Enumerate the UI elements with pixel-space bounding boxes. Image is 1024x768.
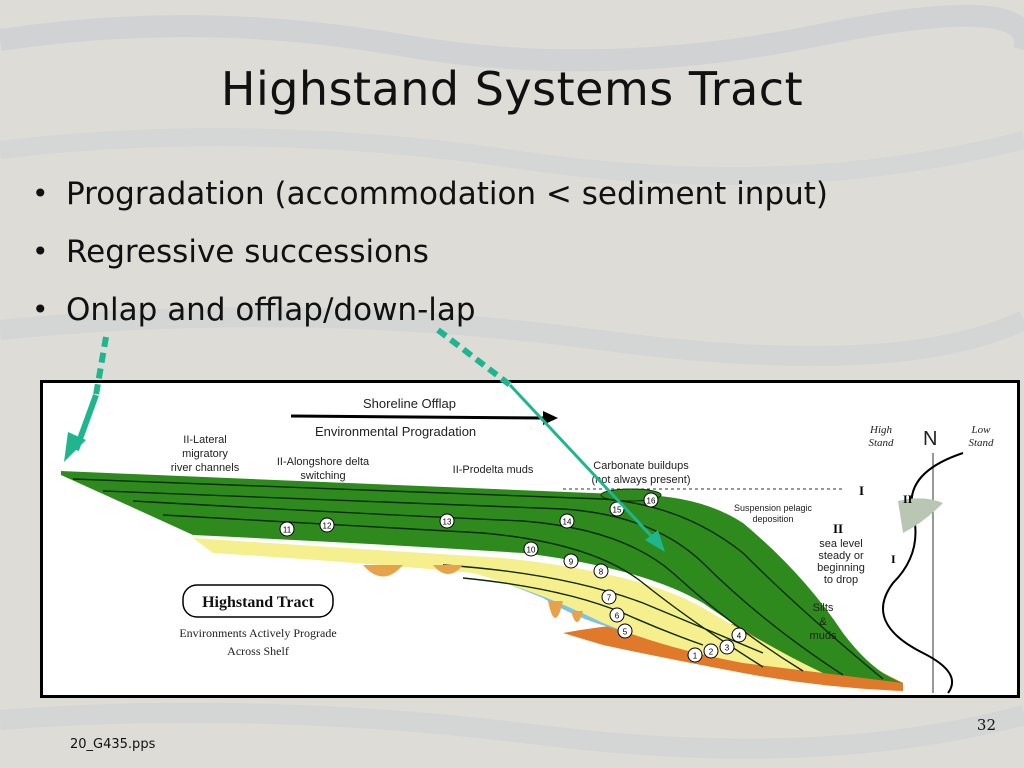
unit-marker-circle bbox=[279, 521, 295, 537]
unit-marker-circle bbox=[617, 623, 633, 639]
bullet-item: • Progradation (accommodation < sediment … bbox=[26, 172, 828, 230]
unit-marker-number: 6 bbox=[615, 612, 620, 621]
offlap-arrow-line bbox=[290, 414, 544, 420]
carbonate-buildups-label-2: (not always present) bbox=[591, 474, 690, 486]
sea-level-label-4: to drop bbox=[824, 574, 858, 586]
low-stand-label-2: Stand bbox=[968, 437, 994, 449]
marker-II-curve: II bbox=[903, 492, 913, 506]
box-subtitle-1: Environments Actively Prograde bbox=[179, 626, 336, 640]
unit-marker-number: 11 bbox=[283, 526, 292, 535]
unit-marker-number: 1 bbox=[693, 652, 698, 661]
unit-marker-number: 8 bbox=[599, 568, 604, 577]
lateral-channels-label-1: II-Lateral bbox=[183, 434, 226, 446]
unit-marker-circle bbox=[523, 541, 539, 557]
unit-marker-circle bbox=[593, 563, 609, 579]
unit-marker-number: 7 bbox=[607, 594, 612, 603]
sea-level-label-3: beginning bbox=[817, 562, 865, 574]
unit-marker-number: 9 bbox=[569, 558, 574, 567]
highstand-tract-diagram: Shoreline Offlap Environmental Progradat… bbox=[61, 396, 994, 694]
low-stand-label-1: Low bbox=[971, 424, 992, 436]
sea-level-label-2: steady or bbox=[818, 550, 864, 562]
yellow-sand-layer bbox=[193, 538, 823, 673]
unit-marker-circle bbox=[703, 643, 719, 659]
slide-title: Highstand Systems Tract bbox=[220, 62, 804, 116]
highstand-shade bbox=[898, 498, 943, 533]
slide-number: 32 bbox=[976, 716, 996, 734]
suspension-pelagic-label-1: Suspension pelagic bbox=[734, 503, 813, 513]
bullet-dot: • bbox=[32, 235, 49, 268]
unit-marker-number: 3 bbox=[725, 644, 730, 653]
shoreline-offlap-label: Shoreline Offlap bbox=[363, 396, 456, 411]
footer-filename: 20_G435.pps bbox=[70, 737, 156, 752]
curve-labels: High Stand Low Stand bbox=[868, 424, 994, 449]
silts-label-1: Silts bbox=[813, 602, 834, 614]
green-shelf-wedge bbox=[61, 471, 903, 683]
lateral-channels-label-2: migratory bbox=[182, 448, 228, 460]
unit-marker-circle bbox=[601, 589, 617, 605]
unit-marker-number: 15 bbox=[613, 506, 622, 515]
box-subtitle-2: Across Shelf bbox=[227, 644, 289, 658]
alongshore-delta-label-2: switching bbox=[300, 470, 345, 482]
sea-level-curve bbox=[882, 452, 964, 694]
bullet-dot: • bbox=[32, 293, 49, 326]
marker-I-top: I bbox=[859, 483, 864, 498]
lateral-channels-label-3: river channels bbox=[171, 462, 240, 474]
unit-marker-number: 13 bbox=[443, 518, 452, 527]
marker-II-top: II bbox=[833, 521, 843, 536]
high-stand-label-1: High bbox=[869, 424, 893, 436]
suspension-pelagic-label-2: deposition bbox=[752, 514, 793, 524]
n-label: N bbox=[923, 428, 937, 450]
orange-pods bbox=[363, 565, 583, 622]
unit-marker-circle bbox=[687, 647, 703, 663]
unit-marker-number: 16 bbox=[647, 497, 656, 506]
prodelta-muds-label: II-Prodelta muds bbox=[453, 464, 534, 476]
bullet-text: Progradation (accommodation < sediment i… bbox=[66, 176, 829, 212]
unit-marker-circle bbox=[719, 639, 735, 655]
sea-level-label-1: sea level bbox=[819, 538, 862, 550]
offlap-arrow-head bbox=[543, 411, 558, 425]
unit-marker-circle bbox=[609, 607, 625, 623]
unit-marker-number: 10 bbox=[527, 546, 536, 555]
unit-marker-number: 4 bbox=[737, 632, 742, 641]
bullet-text: Regressive successions bbox=[66, 234, 429, 270]
carbonate-buildups-label-1: Carbonate buildups bbox=[593, 460, 689, 472]
unit-marker-number: 12 bbox=[323, 522, 332, 531]
environmental-progradation-label: Environmental Progradation bbox=[315, 424, 476, 439]
highstand-tract-title: Highstand Tract bbox=[202, 594, 315, 611]
bullet-item: • Onlap and offlap/down-lap bbox=[26, 288, 828, 346]
sea-level-labels: sea level steady or beginning to drop Si… bbox=[810, 538, 865, 642]
unit-marker-number: 5 bbox=[623, 628, 628, 637]
unit-marker-circle bbox=[319, 517, 335, 533]
bullet-item: • Regressive successions bbox=[26, 230, 828, 288]
bullet-dot: • bbox=[32, 177, 49, 210]
unit-marker-circle bbox=[731, 627, 747, 643]
silts-label-2: & bbox=[819, 616, 827, 628]
diagram-frame: Shoreline Offlap Environmental Progradat… bbox=[40, 380, 1020, 698]
bullet-text: Onlap and offlap/down-lap bbox=[66, 292, 476, 328]
marker-I-curve: I bbox=[891, 552, 896, 566]
high-stand-label-2: Stand bbox=[868, 437, 894, 449]
silts-label-3: muds bbox=[810, 630, 837, 642]
unit-marker-number: 2 bbox=[709, 648, 714, 657]
unit-marker-number: 14 bbox=[563, 518, 572, 527]
unit-marker-circle bbox=[563, 553, 579, 569]
alongshore-delta-label-1: II-Alongshore delta bbox=[277, 456, 370, 468]
bullet-list: • Progradation (accommodation < sediment … bbox=[26, 172, 828, 346]
unit-marker-circle bbox=[439, 513, 455, 529]
highstand-tract-box bbox=[182, 584, 334, 618]
